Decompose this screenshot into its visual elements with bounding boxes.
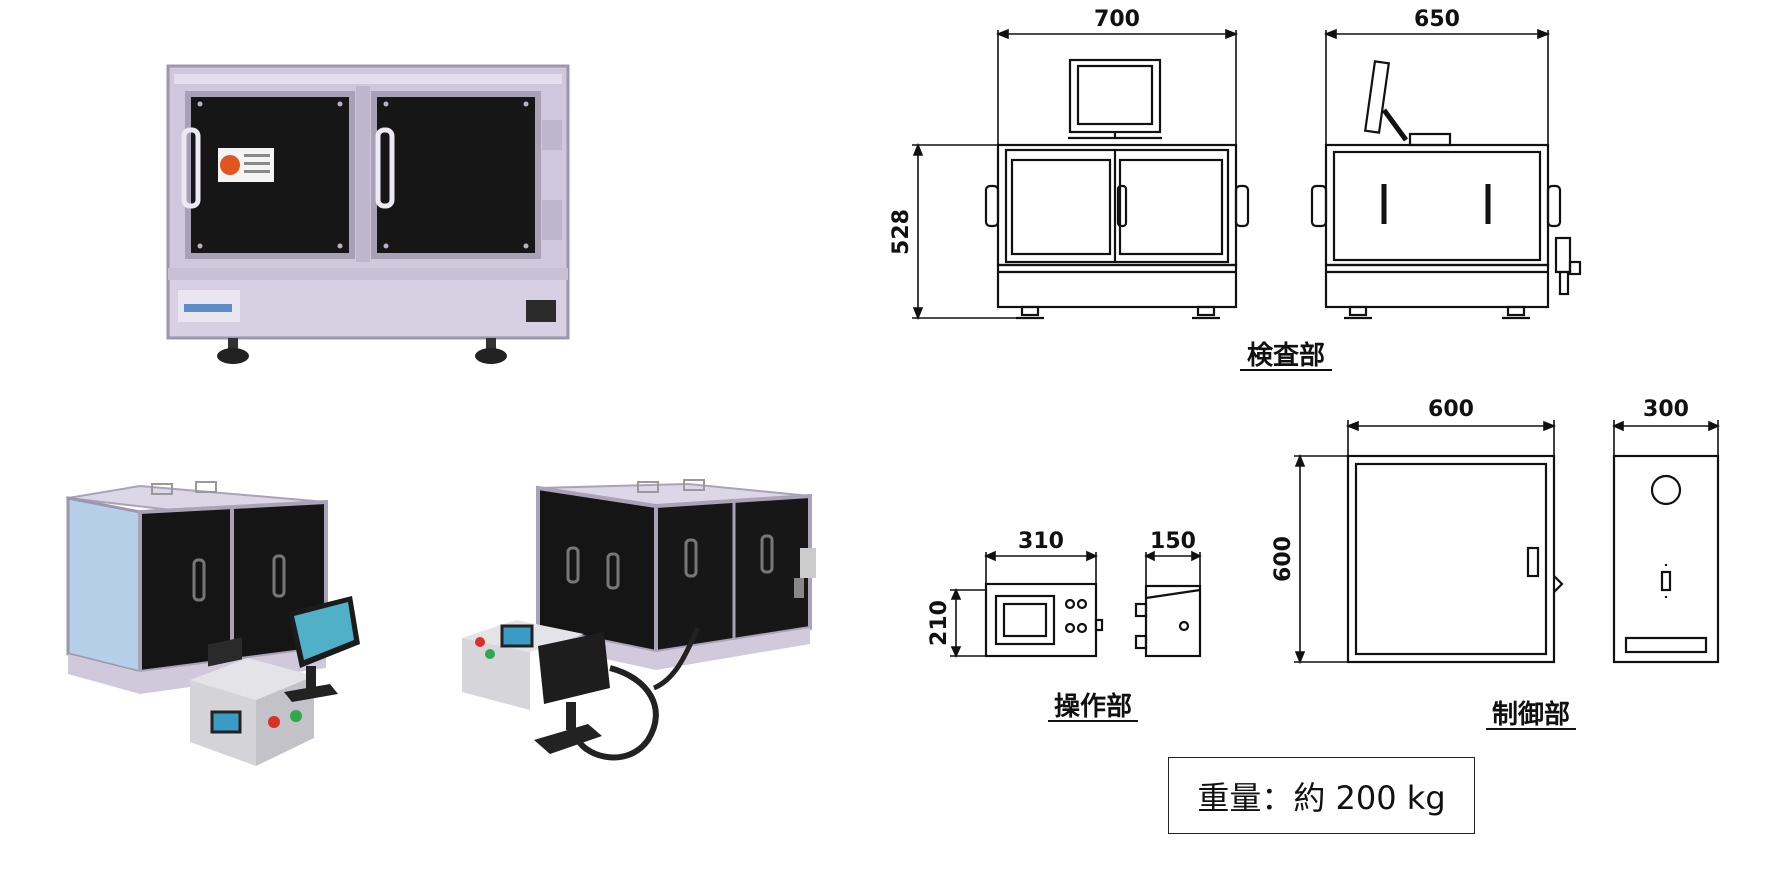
control-front-view [1346,454,1564,664]
dim-control-width: 600 [1428,397,1474,422]
dim-control-depth: 300 [1643,397,1689,422]
inspection-machine-left-photo [66,481,360,766]
control-side-view [1612,454,1720,664]
label-inspection-unit: 検査部 [1247,341,1325,371]
dim-inspection-width: 700 [1094,7,1140,32]
inspection-side-view [1310,60,1582,320]
label-operation-unit: 操作部 [1054,692,1132,722]
label-control-unit: 制御部 [1492,699,1570,730]
operation-side-view [1134,584,1202,658]
inspection-front-view [984,58,1250,320]
dim-inspection-height: 528 [889,209,914,255]
weight-label: 重量：約 200 kg [1168,757,1475,834]
dim-operation-width: 310 [1018,529,1064,554]
operation-front-view [984,582,1104,658]
dim-operation-height: 210 [927,600,952,646]
dim-inspection-depth: 650 [1414,7,1460,32]
inspection-machine-front-photo [166,64,570,364]
inspection-machine-right-photo [462,479,816,761]
dim-operation-depth: 150 [1150,529,1196,554]
dim-control-height: 600 [1271,536,1296,582]
